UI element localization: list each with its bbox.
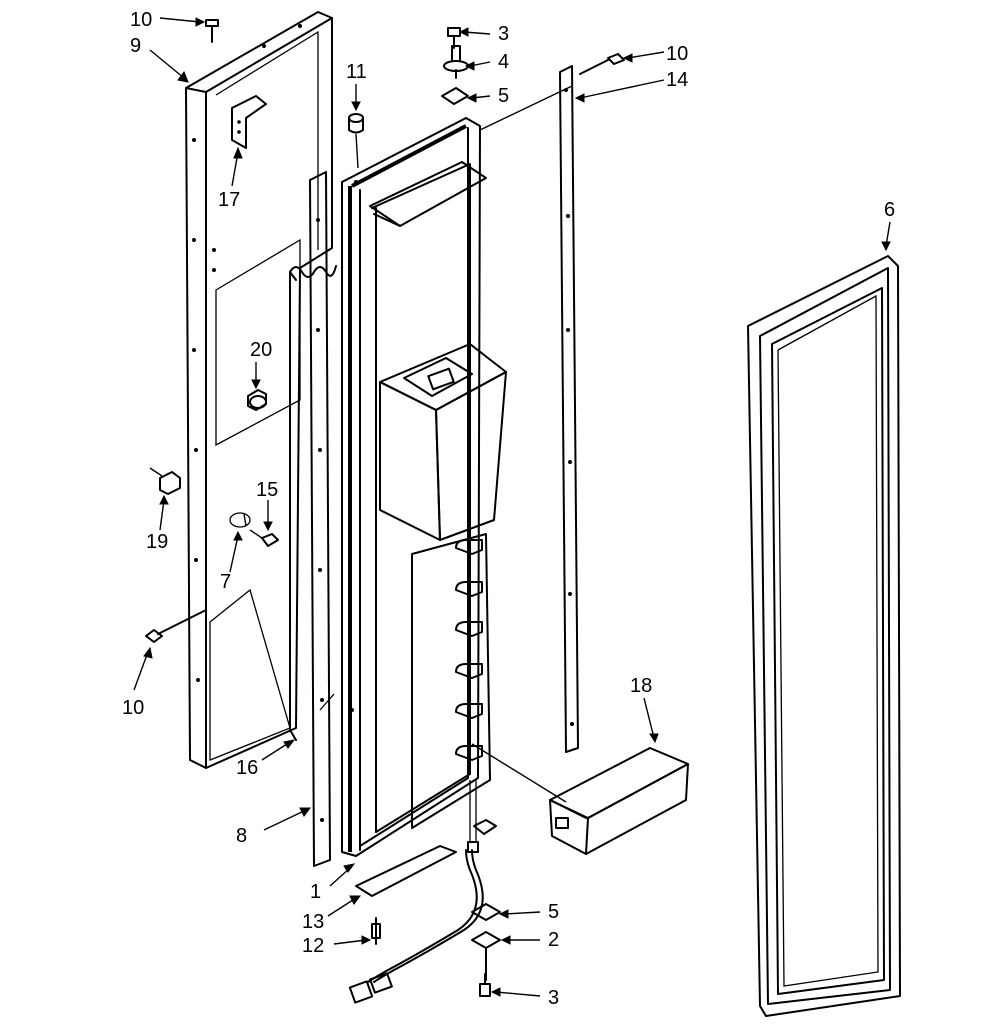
screw-10-right [579, 53, 625, 75]
callout-7: 7 [220, 571, 231, 593]
callout-9: 9 [130, 35, 141, 57]
screw-10-left [145, 609, 207, 643]
hinge-shim-bottom [471, 819, 501, 921]
door-gasket [747, 255, 901, 1017]
screw-15 [249, 529, 279, 547]
callout-17: 17 [218, 189, 240, 211]
hinge-plate-bottom [471, 931, 501, 981]
wire-harness [348, 780, 484, 1004]
door-shelf-bin [471, 743, 689, 855]
callout-labels: 10 9 17 11 3 4 5 10 14 6 20 15 19 7 10 1… [122, 9, 895, 1009]
callout-18: 18 [630, 675, 652, 697]
door-seal-strip [289, 171, 335, 867]
hinge-screw-bottom [479, 973, 491, 997]
clip-7 [229, 512, 251, 528]
callout-10-right: 10 [666, 43, 688, 65]
callout-10-left: 10 [122, 697, 144, 719]
callout-5-top: 5 [498, 85, 509, 107]
callout-11: 11 [346, 61, 367, 83]
hinge-pin-top [443, 45, 469, 79]
callout-2: 2 [548, 929, 559, 951]
callout-13: 13 [302, 911, 324, 933]
bottom-hinge-bracket [355, 845, 457, 897]
callout-3-bottom: 3 [548, 987, 559, 1009]
hinge-bracket [231, 95, 267, 149]
callout-14: 14 [666, 69, 688, 91]
screw-12 [371, 917, 381, 945]
callout-5-bottom: 5 [548, 901, 559, 923]
right-seal-strip [479, 65, 579, 753]
callout-15: 15 [256, 479, 278, 501]
callout-8: 8 [236, 825, 247, 847]
door-liner [341, 117, 507, 857]
door-bumper [247, 389, 267, 411]
callout-16: 16 [236, 757, 258, 779]
callout-10-top: 10 [130, 9, 152, 31]
callout-12: 12 [302, 935, 324, 957]
plug-button [149, 467, 181, 495]
callout-leaders [133, 17, 891, 997]
callout-3-top: 3 [498, 23, 509, 45]
callout-1: 1 [310, 881, 321, 903]
callout-19: 19 [146, 531, 168, 553]
callout-20: 20 [250, 339, 272, 361]
callout-6: 6 [884, 199, 895, 221]
callout-4: 4 [498, 51, 509, 73]
hinge-shim-top [441, 87, 469, 105]
hinge-cap [348, 113, 364, 169]
screw-10-top [205, 19, 219, 43]
